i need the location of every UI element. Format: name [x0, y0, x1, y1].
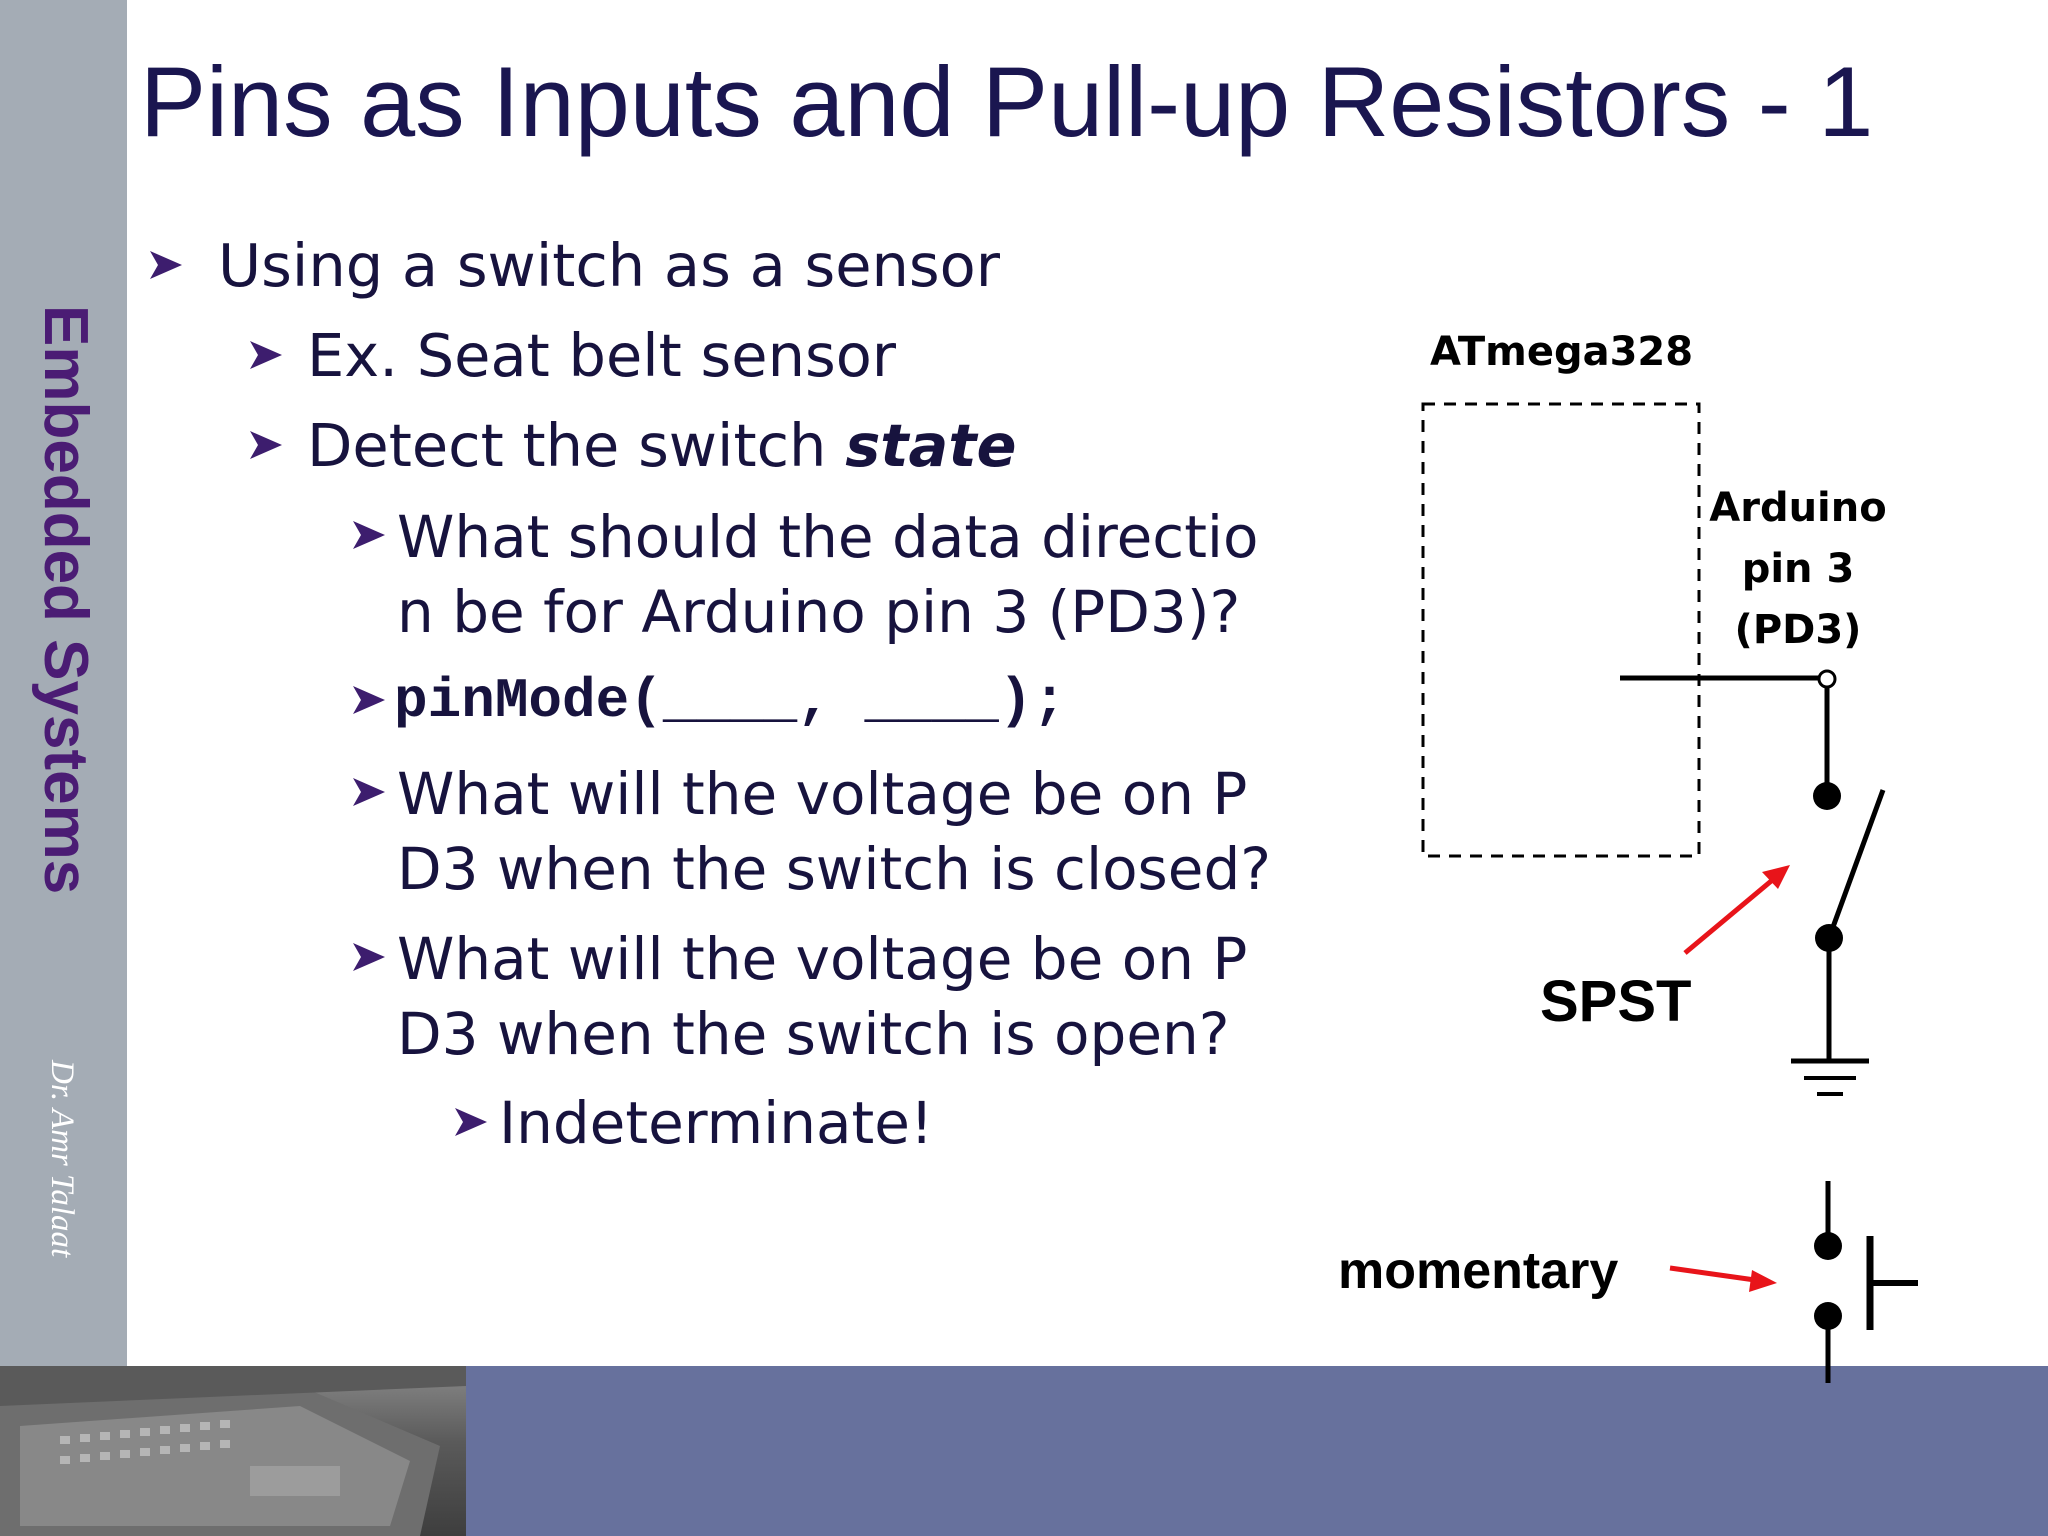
bullet-detect-state-text: Detect the switch	[307, 411, 846, 480]
spst-contact-top	[1813, 782, 1841, 810]
chip-label: ATmega328	[1430, 329, 1694, 375]
chip-outline	[1421, 402, 1701, 858]
bullet-arrow-icon	[353, 521, 385, 549]
bullet-arrow-icon	[455, 1108, 487, 1136]
spst-arrow-shaft	[1683, 875, 1778, 955]
momentary-label: momentary	[1338, 1242, 1619, 1300]
pin-label-line2: pin 3	[1741, 546, 1855, 592]
bullet-data-direction-line2: n be for Arduino pin 3 (PD3)?	[397, 578, 1241, 646]
bullet-arrow-icon	[250, 341, 282, 369]
slide-title: Pins as Inputs and Pull-up Resistors - 1	[140, 46, 1874, 157]
sidebar: Embedded Systems Dr. Amr Talaat	[0, 0, 127, 1366]
spst-label: SPST	[1540, 969, 1692, 1034]
bullet-using-switch: Using a switch as a sensor	[218, 231, 1001, 300]
momentary-arrow-head	[1749, 1270, 1777, 1292]
bullet-indeterminate: Indeterminate!	[499, 1089, 934, 1157]
pin-label-line1: Arduino	[1709, 485, 1887, 531]
spst-blade	[1826, 789, 1886, 939]
bullet-detect-state: Detect the switch state	[307, 410, 1017, 482]
bullet-voltage-open-line1: What will the voltage be on P	[397, 925, 1248, 993]
pin-terminal	[1817, 669, 1837, 689]
bullet-arrow-icon	[353, 778, 385, 806]
momentary-arrow-shaft	[1669, 1265, 1756, 1283]
bullet-voltage-closed: What will the voltage be on P D3 when th…	[397, 757, 1271, 907]
bullet-arrow-icon	[150, 251, 182, 279]
bullet-voltage-open-line2: D3 when the switch is open?	[397, 1000, 1230, 1068]
bullet-seat-belt: Ex. Seat belt sensor	[307, 321, 897, 390]
momentary-contact-top	[1814, 1232, 1842, 1260]
pin-label: Arduino pin 3 (PD3)	[1708, 478, 1888, 661]
spst-arrow-head	[1762, 865, 1790, 889]
bullet-data-direction-line1: What should the data directio	[397, 503, 1259, 571]
bullet-pinmode-code: pinMode(____, ____);	[394, 669, 1067, 733]
bullet-voltage-closed-line2: D3 when the switch is closed?	[397, 835, 1272, 903]
bullet-arrow-icon	[250, 431, 282, 459]
bullet-voltage-open: What will the voltage be on P D3 when th…	[397, 922, 1247, 1072]
bullet-voltage-closed-line1: What will the voltage be on P	[397, 760, 1248, 828]
bullet-arrow-icon	[353, 686, 385, 714]
pin-label-line3: (PD3)	[1734, 607, 1862, 653]
bullet-detect-state-emphasis: state	[845, 411, 1017, 480]
bullet-data-direction: What should the data directio n be for A…	[397, 500, 1259, 650]
circuit-board-photo	[0, 1366, 466, 1536]
bullet-arrow-icon	[353, 943, 385, 971]
bottom-band	[466, 1366, 2048, 1536]
